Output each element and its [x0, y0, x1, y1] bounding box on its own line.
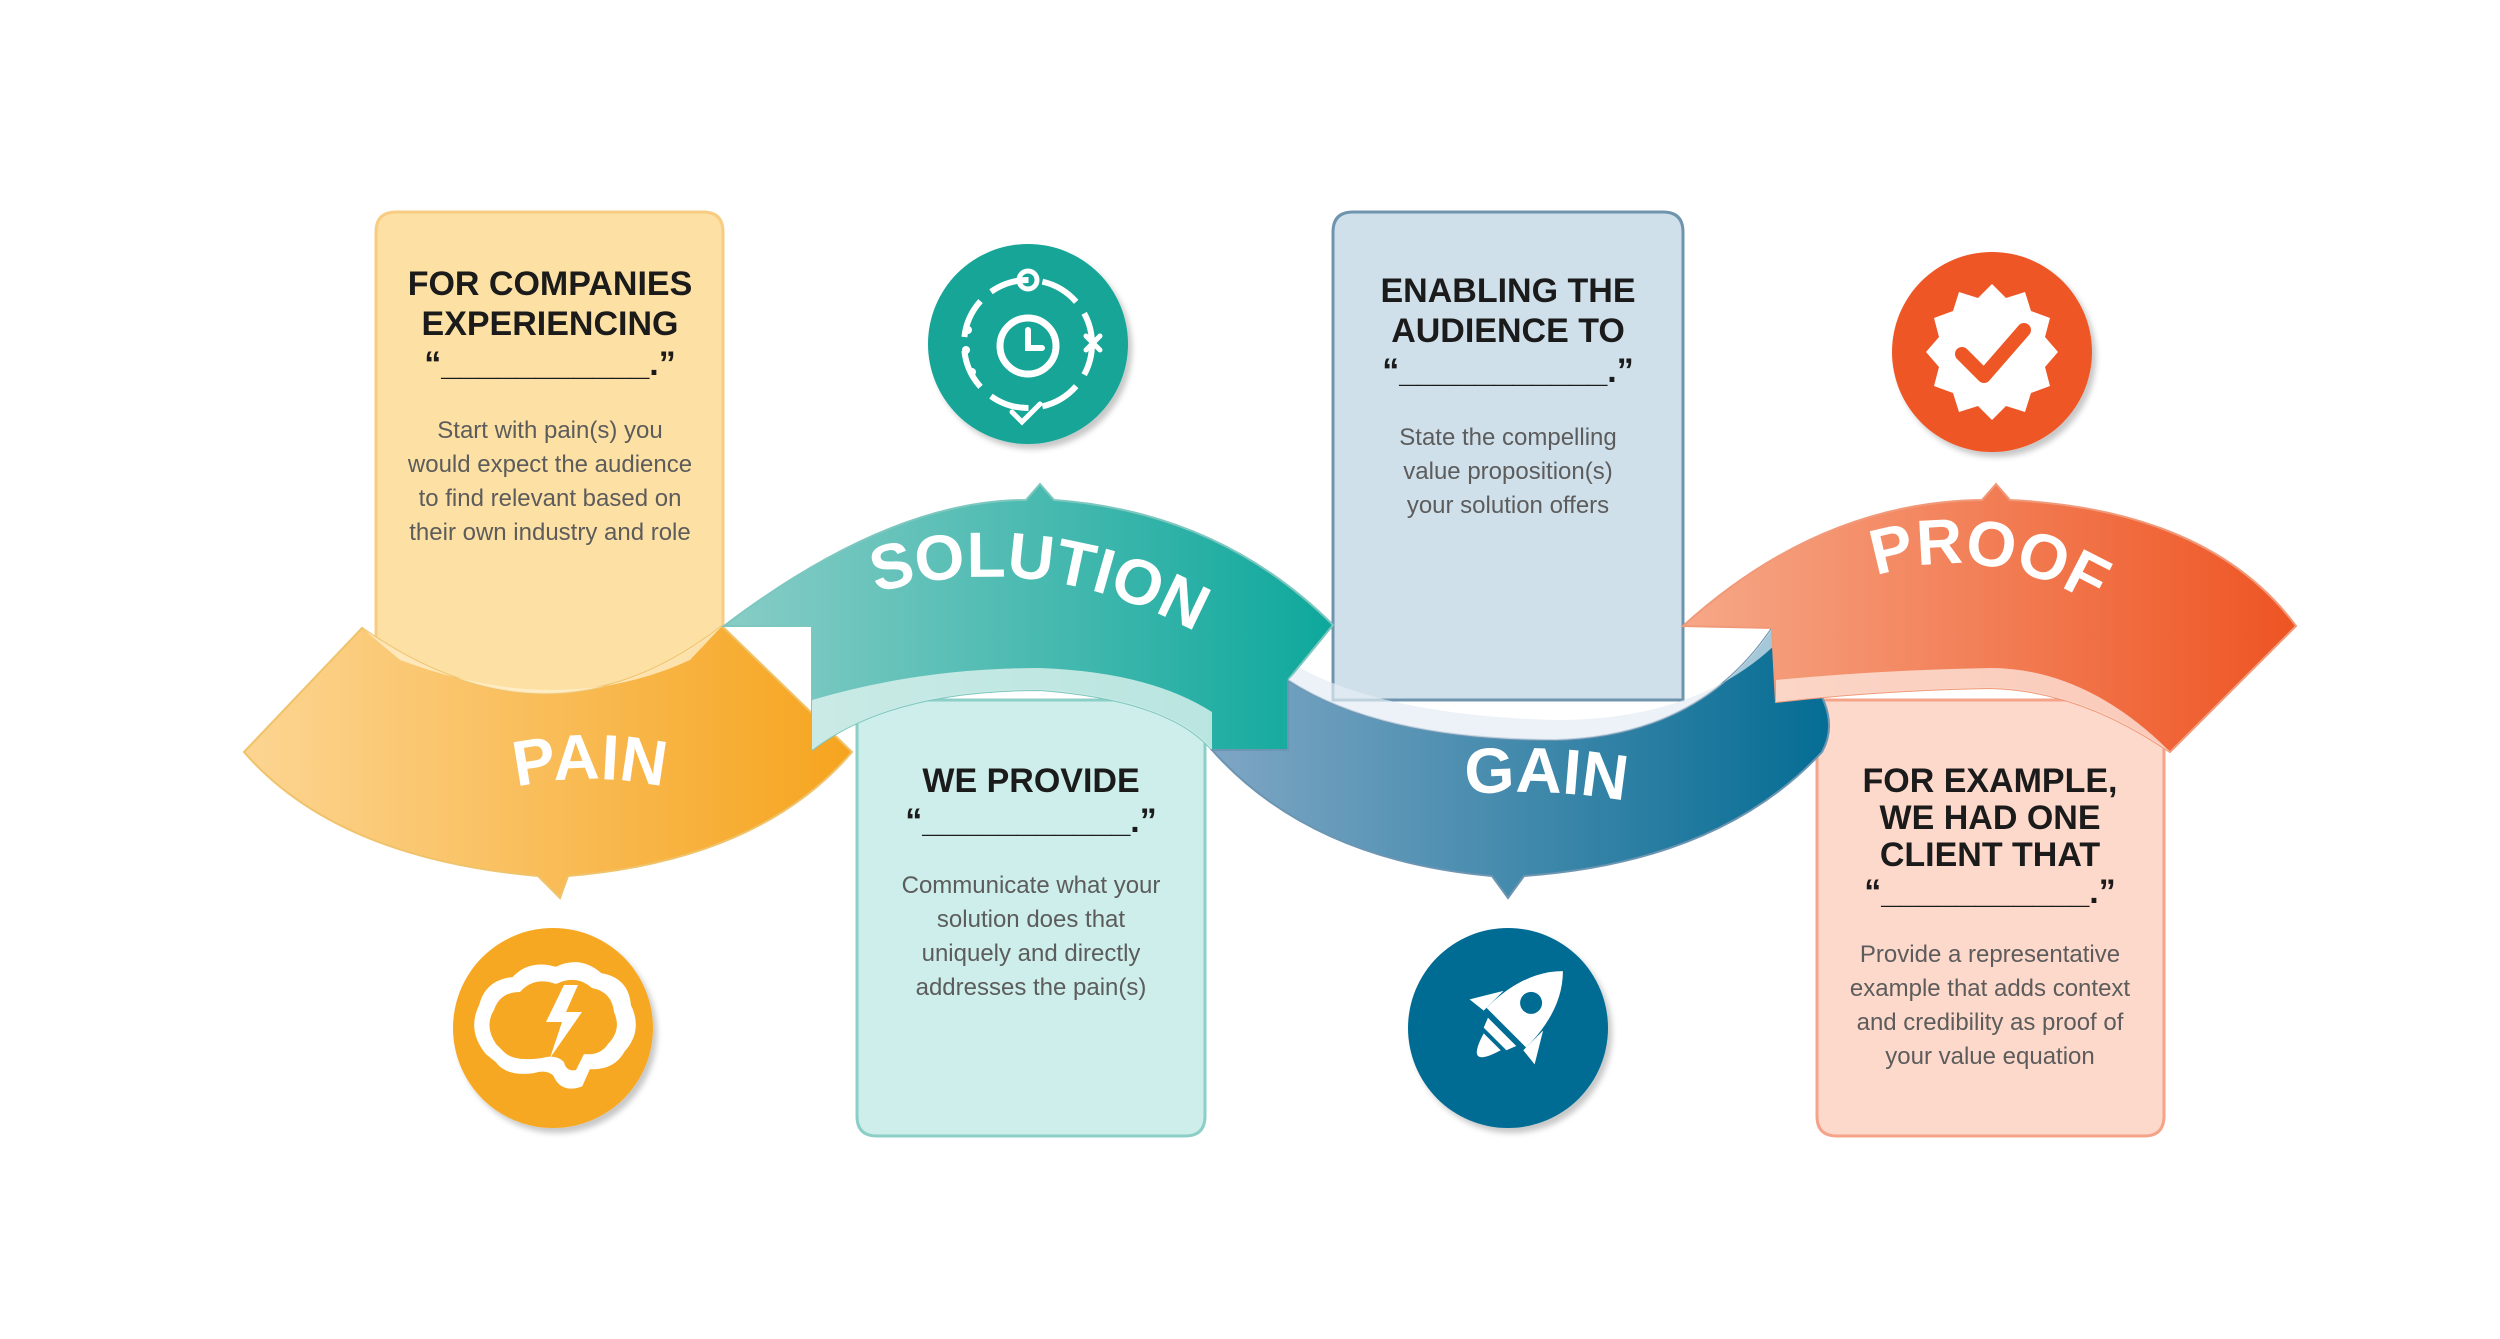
proof-band — [1680, 482, 2298, 754]
solution-body-line-4: addresses the pain(s) — [916, 974, 1147, 1001]
gain-body-line-2: value proposition(s) — [1403, 458, 1612, 485]
gain-band — [1209, 626, 1831, 900]
pain-heading-line-2: EXPERIENCING — [422, 305, 679, 343]
proof-heading-line-1: FOR EXAMPLE, — [1862, 762, 2117, 800]
pain-heading-line-1: FOR COMPANIES — [408, 265, 693, 303]
proof-card — [1815, 698, 2166, 1138]
svg-text:WE PROVIDE“___________.”: WE PROVIDE“___________.” — [905, 762, 1156, 840]
rocket-icon — [1408, 928, 1608, 1128]
pain-label: PAIN — [507, 720, 672, 800]
pain-card — [374, 210, 725, 702]
pain-band — [242, 624, 854, 900]
gain-heading-line-1: ENABLING THE — [1381, 272, 1636, 310]
proof-body-line-1: Provide a representative — [1860, 941, 2120, 968]
solution-heading-line-1: WE PROVIDE — [922, 762, 1139, 800]
brain-lightning-icon — [453, 928, 653, 1128]
gain-label: GAIN — [1463, 734, 1633, 815]
pain-body-line-2: would expect the audience — [407, 451, 692, 478]
gain-body-line-1: State the compelling — [1399, 424, 1616, 451]
proof-heading-line-2: WE HAD ONE — [1880, 799, 2101, 837]
pain-body-line-1: Start with pain(s) you — [437, 417, 662, 444]
proof-body-line-3: and credibility as proof of — [1857, 1009, 2124, 1036]
proof-heading-line-4: “___________.” — [1864, 873, 2115, 911]
solution-band — [721, 482, 1335, 753]
proof-body-line-2: example that adds context — [1850, 975, 2131, 1002]
gain-card — [1331, 210, 1685, 702]
solution-body-line-1: Communicate what your — [902, 872, 1161, 899]
pain-body-line-3: to find relevant based on — [419, 485, 682, 512]
solution-card — [855, 698, 1207, 1138]
clock-cycle-icon — [928, 244, 1128, 444]
solution-heading-line-2: “___________.” — [905, 802, 1156, 840]
gain-heading-line-3: “___________.” — [1382, 352, 1633, 390]
gain-heading-line-2: AUDIENCE TO — [1391, 312, 1625, 350]
gain-body-line-3: your solution offers — [1407, 492, 1609, 519]
solution-body-line-3: uniquely and directly — [922, 940, 1141, 967]
proof-body-line-4: your value equation — [1885, 1043, 2094, 1070]
solution-body-line-2: solution does that — [937, 906, 1125, 933]
checkmark-badge-icon — [1892, 252, 2092, 452]
solution-card-text: WE PROVIDE“___________.” Communicate wha… — [902, 762, 1161, 1001]
proof-heading-line-3: CLIENT THAT — [1880, 836, 2101, 874]
pain-body-line-4: their own industry and role — [409, 519, 690, 546]
pain-heading-line-3: “___________.” — [424, 345, 675, 383]
